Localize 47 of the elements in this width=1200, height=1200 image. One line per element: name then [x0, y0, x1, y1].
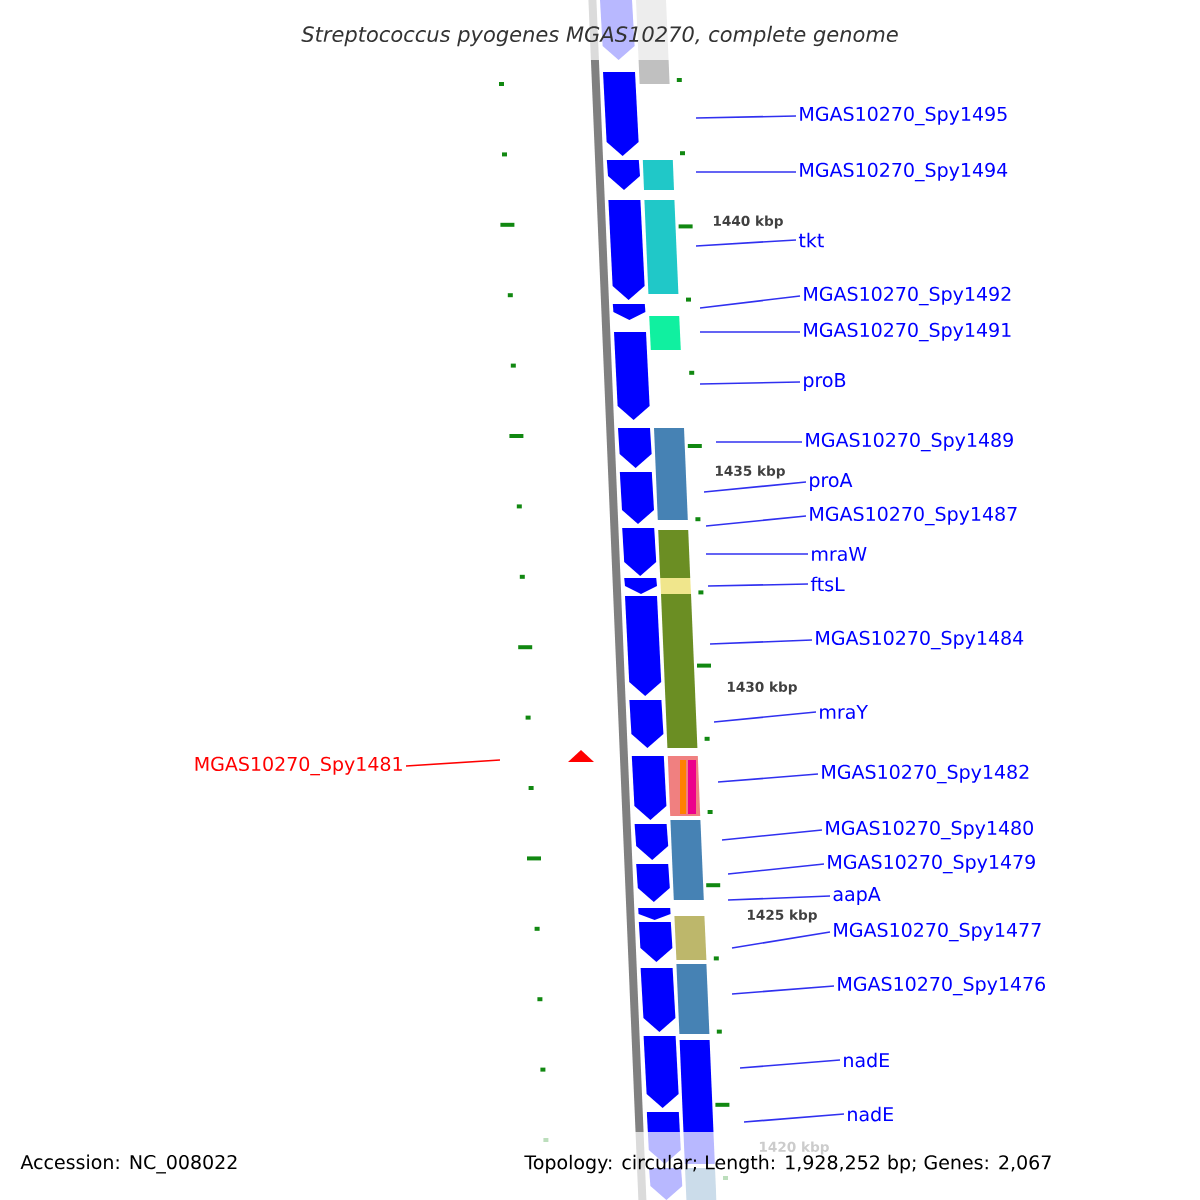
leader-line — [731, 985, 835, 995]
gene-label: ftsL — [810, 576, 845, 592]
gene-label: nadE — [844, 1052, 889, 1068]
leader-line — [695, 239, 797, 247]
leader-line — [707, 583, 809, 587]
gene-label: proB — [804, 373, 846, 391]
leader-line — [699, 381, 801, 385]
gene-label: MGAS10270_Spy1481 — [195, 756, 402, 776]
leader-line — [743, 1113, 845, 1123]
gene-label: MGAS10270_Spy1495 — [800, 106, 1007, 126]
gene-label: MGAS10270_Spy1494 — [800, 162, 1008, 182]
leader-line — [709, 639, 813, 645]
gene-label: MGAS10270_Spy1477 — [834, 922, 1041, 942]
gene-label: nadE — [848, 1106, 893, 1122]
footer-text: Topology: circular; Length: 1,928,252 bp; Genes: 2,067 — [524, 1154, 1051, 1174]
leader-line — [731, 931, 831, 949]
gene-label: MGAS10270_Spy1487 — [810, 506, 1017, 526]
title: Streptococcus pyogenes MGAS10270, complete genome — [301, 25, 898, 47]
gene-label: MGAS10270_Spy1479 — [828, 854, 1035, 874]
leader-line — [699, 295, 801, 309]
leader-line — [405, 759, 501, 767]
gene-label: MGAS10270_Spy1482 — [822, 764, 1029, 784]
gene-label: MGAS10270_Spy1492 — [804, 286, 1011, 306]
gene-label: tkt — [798, 232, 824, 248]
leader-line — [721, 829, 823, 841]
leader-line — [703, 481, 807, 493]
gene-label: MGAS10270_Spy1489 — [806, 432, 1013, 452]
gene-label: MGAS10270_Spy1484 — [816, 630, 1024, 650]
gene-label: aapA — [833, 887, 881, 905]
leader-line — [695, 115, 797, 119]
leader-line — [727, 895, 831, 901]
gene-label: proA — [810, 473, 853, 491]
leader-line — [695, 171, 797, 173]
gene-label: MGAS10270_Spy1480 — [826, 820, 1033, 840]
leader-line — [699, 331, 801, 333]
footer-text: Accession: NC_008022 — [20, 1154, 237, 1174]
leader-line — [705, 515, 807, 527]
leader-line — [739, 1059, 841, 1069]
leader-line — [727, 863, 825, 875]
gene-label: mraY — [820, 704, 868, 720]
leader-line — [715, 441, 803, 443]
leader-line — [713, 711, 817, 723]
gene-label: mraW — [812, 546, 867, 562]
leader-line — [717, 773, 819, 783]
gene-label: MGAS10270_Spy1476 — [838, 976, 1046, 996]
leader-line — [705, 553, 809, 555]
gene-label: MGAS10270_Spy1491 — [804, 322, 1011, 342]
